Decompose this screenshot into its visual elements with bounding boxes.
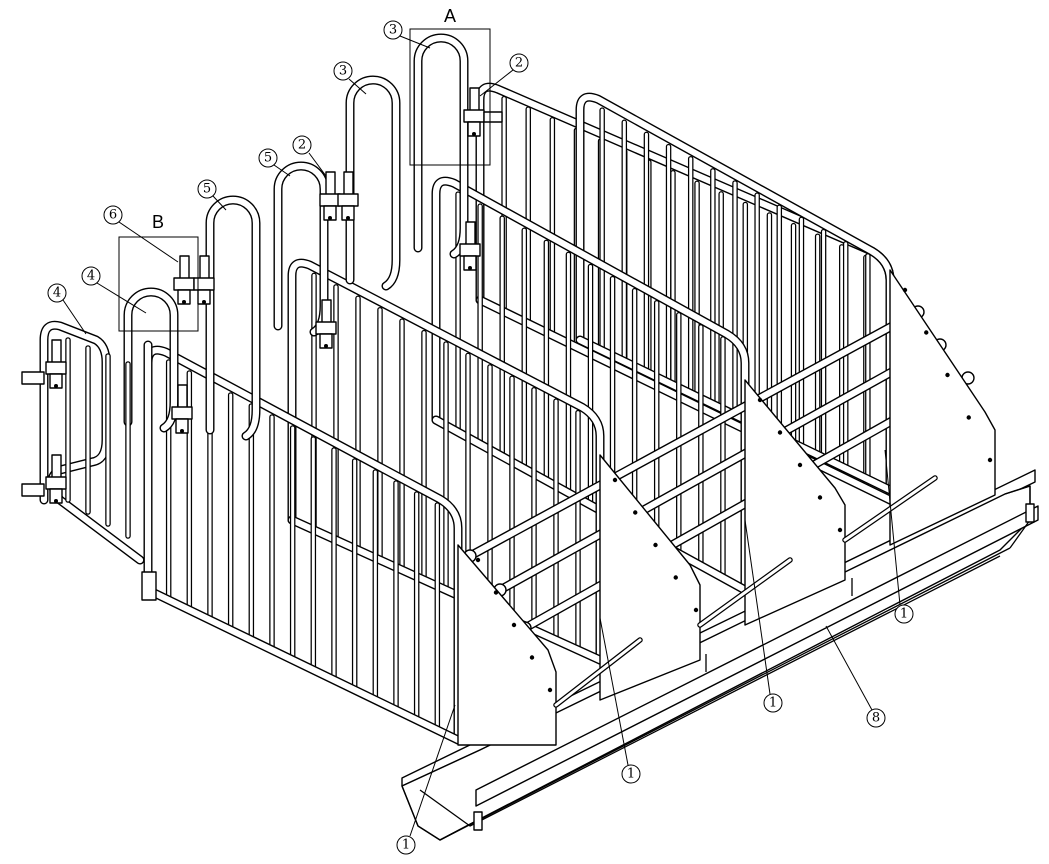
rear-partition-panel	[475, 82, 895, 505]
plate-hole	[757, 397, 763, 403]
plate-hole	[945, 372, 950, 378]
ring-bracket-top	[21, 371, 45, 385]
latch-2-detail-a	[463, 87, 485, 137]
callout-4-right: 4	[81, 266, 147, 314]
panel-frame	[287, 258, 605, 665]
plate-hole	[511, 622, 517, 628]
latch-6-detail-b	[173, 255, 195, 305]
callout-3-mid: 3	[333, 61, 367, 95]
svg-text:3: 3	[389, 23, 397, 38]
trough-end-cap-right	[1004, 485, 1031, 549]
panel-frame	[143, 345, 463, 745]
plate-hole	[529, 655, 535, 660]
trough-bracket-left	[473, 811, 483, 831]
latch-2-mid-b	[337, 171, 359, 221]
hoop-gate-5a	[273, 161, 329, 337]
callout-2-top: 2	[479, 53, 529, 97]
callout-1-bottom: 1	[396, 704, 456, 855]
svg-text:5: 5	[203, 182, 211, 197]
plate-hole	[987, 457, 993, 463]
detail-a-box	[409, 28, 491, 166]
latch-rear-lower	[459, 221, 481, 271]
svg-text:2: 2	[298, 138, 306, 153]
end-plate-front	[457, 544, 557, 746]
plate-hole	[612, 477, 618, 483]
latch-6-detail-b2	[193, 255, 215, 305]
callout-5-upper: 5	[258, 148, 291, 177]
panel-bottom-rail	[287, 515, 605, 665]
detail-b-label: B	[152, 212, 164, 232]
plate-hole	[817, 495, 823, 500]
detail-a: A	[409, 6, 491, 166]
plate-hole	[547, 687, 553, 693]
panel-frame	[431, 176, 750, 595]
plate-hole	[797, 462, 803, 468]
trough-bottom-edge	[439, 547, 1011, 841]
callout-1-mid: 1	[744, 519, 783, 713]
latch-hardware	[21, 87, 503, 504]
partition-end-plates	[457, 269, 996, 746]
barrier-bar-1	[465, 307, 923, 561]
plate-hole	[633, 510, 638, 515]
trough-cross-member-3	[842, 475, 938, 543]
callout-1-lower: 1	[599, 617, 641, 784]
svg-text:3: 3	[339, 64, 347, 79]
svg-text:5: 5	[264, 151, 272, 166]
svg-text:6: 6	[109, 208, 117, 223]
hoop-gate-3b	[345, 75, 401, 291]
ring-bracket-a	[483, 111, 503, 123]
svg-text:4: 4	[53, 286, 61, 301]
latch-2-mid	[319, 171, 341, 221]
detail-b: B	[118, 212, 199, 332]
svg-text:1: 1	[900, 607, 908, 622]
trough-cross-member-1	[553, 637, 643, 708]
panel-bottom-rail	[475, 295, 895, 505]
svg-text:1: 1	[402, 838, 410, 853]
trough-bracket-right	[1025, 503, 1035, 523]
panel-bottom-rail	[143, 585, 463, 745]
middle-partition-panel	[287, 176, 750, 665]
hoop-gate-5b	[205, 195, 261, 441]
callout-5-lower: 5	[197, 179, 227, 211]
callout-6: 6	[103, 205, 179, 263]
svg-text:4: 4	[87, 269, 95, 284]
trough-end-cap	[401, 785, 479, 841]
latch-front-lower	[171, 384, 193, 434]
detail-b-box	[118, 236, 199, 332]
post-foot	[141, 571, 157, 601]
detail-a-label: A	[444, 6, 456, 26]
plate-hole	[673, 575, 678, 580]
svg-text:8: 8	[872, 711, 880, 726]
trough-cross-member-2	[697, 557, 793, 628]
barrier-bar-2	[495, 340, 945, 595]
panel-frame	[575, 92, 895, 495]
latch-mid-lower	[315, 299, 337, 349]
plate-hole	[924, 330, 929, 335]
plate-hole	[966, 415, 971, 420]
plate-hole	[837, 527, 843, 533]
latch-4-left-top	[45, 339, 67, 389]
callout-2-mid: 2	[292, 135, 327, 177]
plate-hole	[493, 590, 499, 595]
plate-hole	[777, 430, 783, 435]
trough-inner-edge	[419, 555, 1001, 827]
plate-hole	[653, 542, 658, 548]
svg-text:1: 1	[769, 696, 777, 711]
callout-8: 8	[825, 625, 886, 728]
plate-hole	[475, 557, 481, 563]
callout-1-right: 1	[884, 449, 914, 624]
callout-4-left: 4	[47, 283, 87, 335]
ring-bracket-bottom	[21, 483, 45, 497]
front-partition-panel	[143, 345, 463, 745]
plate-hole	[902, 287, 908, 293]
hoop-gates	[39, 33, 469, 601]
svg-text:2: 2	[515, 56, 523, 71]
latch-4-left-bottom	[45, 454, 67, 504]
callouts: 3 2 3 5 2 5 6	[47, 20, 914, 855]
svg-text:1: 1	[627, 767, 635, 782]
plate-hole	[693, 607, 699, 613]
hoop-gate-3a	[413, 33, 469, 259]
callout-3-top: 3	[383, 20, 431, 49]
